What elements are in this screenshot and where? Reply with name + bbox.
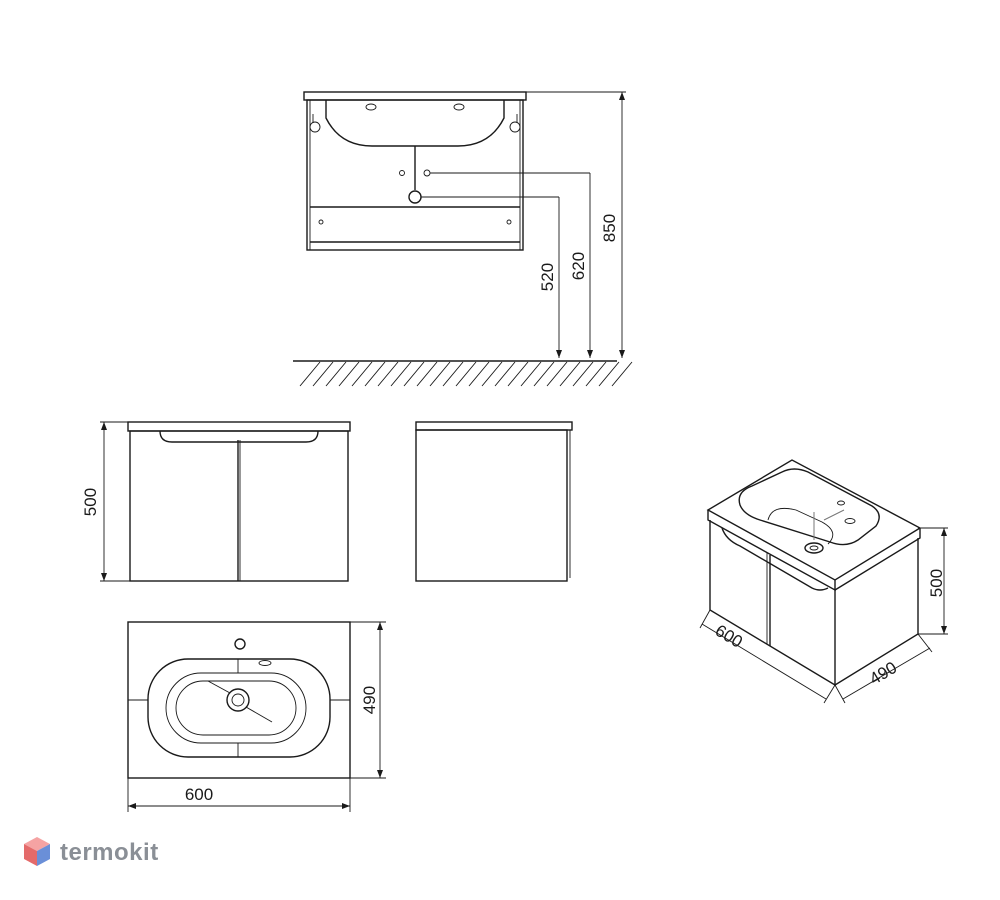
leader-lines bbox=[421, 91, 626, 358]
cube-logo-icon bbox=[24, 837, 50, 866]
dim-pipe-height: 620 bbox=[569, 252, 588, 280]
watermark-text: termokit bbox=[60, 839, 159, 866]
front-view bbox=[100, 421, 351, 582]
dim-cabinet-height: 500 bbox=[81, 488, 100, 516]
isometric-view bbox=[699, 459, 948, 704]
floor-hatching bbox=[293, 360, 633, 387]
dim-top-depth: 490 bbox=[360, 686, 379, 714]
dim-iso-height: 500 bbox=[927, 569, 946, 597]
rear-view bbox=[303, 91, 527, 251]
top-view bbox=[127, 621, 386, 812]
dim-total-height: 850 bbox=[600, 214, 619, 242]
side-view bbox=[415, 421, 573, 582]
watermark-logo: termokit bbox=[22, 836, 159, 870]
dim-top-width: 600 bbox=[185, 785, 213, 804]
dim-drain-height: 520 bbox=[538, 263, 557, 291]
